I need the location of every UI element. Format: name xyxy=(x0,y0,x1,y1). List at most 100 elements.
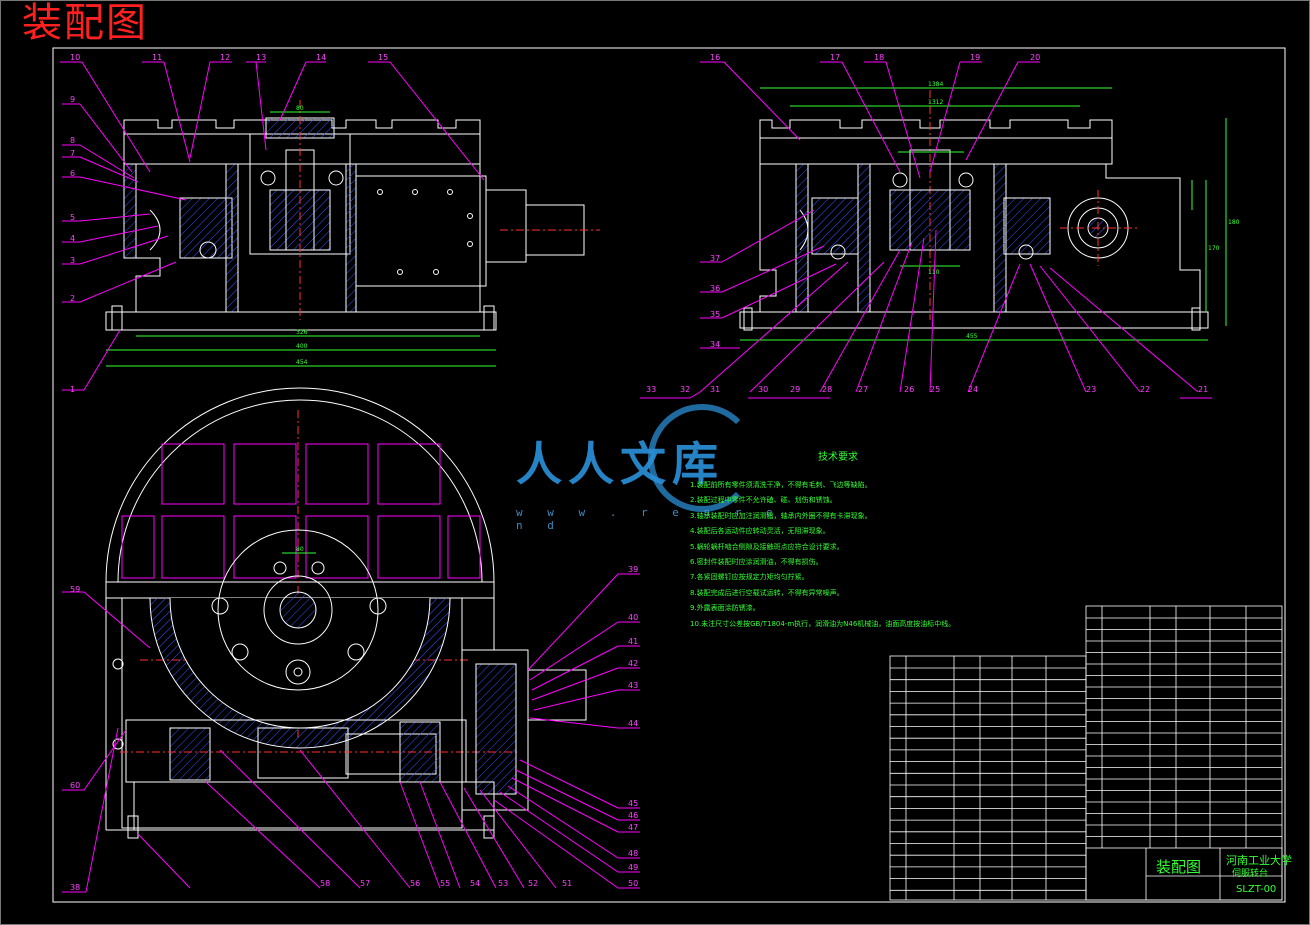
balloon-3: 3 xyxy=(70,256,75,265)
balloon-20: 20 xyxy=(1030,53,1040,62)
balloon-34: 34 xyxy=(710,340,720,349)
title-block-drawing-name: 装配图 xyxy=(1156,858,1202,876)
balloon-51: 51 xyxy=(562,879,572,888)
tech-requirement-item: 10.未注尺寸公差按GB/T1804-m执行，润滑油为N46机械油，油面高度按油… xyxy=(690,619,956,628)
tech-requirement-item: 2.装配过程中零件不允许磕、碰、划伤和锈蚀。 xyxy=(690,496,837,505)
tech-requirement-item: 7.各紧固螺钉应按规定力矩均匀拧紧。 xyxy=(690,573,809,582)
dimension-326: 326 xyxy=(296,329,308,336)
tech-requirements-title: 技术要求 xyxy=(818,452,858,463)
title-block xyxy=(1085,847,1283,901)
title-block-drawing-no: SLZT-00 xyxy=(1236,884,1277,895)
balloon-41: 41 xyxy=(628,637,638,646)
balloon-32: 32 xyxy=(680,385,690,394)
balloon-5: 5 xyxy=(70,213,75,222)
balloon-36: 36 xyxy=(710,284,720,293)
tech-requirement-item: 9.外露表面涂防锈漆。 xyxy=(690,604,760,613)
dimension-80: 80 xyxy=(296,546,304,553)
balloon-43: 43 xyxy=(628,681,638,690)
parts-list xyxy=(889,605,1283,901)
balloon-18: 18 xyxy=(874,53,884,62)
balloon-48: 48 xyxy=(628,849,638,858)
balloon-42: 42 xyxy=(628,659,638,668)
dimension-80: 80 xyxy=(296,105,304,112)
watermark: 人人文库 w w w . r e n r e n d xyxy=(512,398,812,532)
balloon-57: 57 xyxy=(360,879,370,888)
plan-view xyxy=(62,387,640,893)
tech-requirements-list: 1.装配前所有零件须清洗干净，不得有毛刺、飞边等缺陷。 2.装配过程中零件不允许… xyxy=(690,478,955,632)
balloon-8: 8 xyxy=(70,136,75,145)
balloon-60: 60 xyxy=(70,781,80,790)
balloon-52: 52 xyxy=(528,879,538,888)
balloon-54: 54 xyxy=(470,879,480,888)
balloon-17: 17 xyxy=(830,53,840,62)
balloon-38: 38 xyxy=(70,883,80,892)
balloon-29: 29 xyxy=(790,385,800,394)
balloon-10: 10 xyxy=(70,53,80,62)
dimension-455: 455 xyxy=(966,333,978,340)
dimension-170: 170 xyxy=(1208,245,1220,252)
balloon-45: 45 xyxy=(628,799,638,808)
balloon-21: 21 xyxy=(1198,385,1208,394)
balloon-49: 49 xyxy=(628,863,638,872)
balloon-7: 7 xyxy=(70,149,75,158)
tech-requirement-item: 8.装配完成后进行空载试运转，不得有异常噪声。 xyxy=(690,588,844,597)
tech-requirement-item: 5.蜗轮蜗杆啮合侧隙及接触斑点应符合设计要求。 xyxy=(690,542,844,551)
balloon-39: 39 xyxy=(628,565,638,574)
dimension-454: 454 xyxy=(296,359,308,366)
dimension-labels: 80 326 400 454 1384 1312 455 180 170 110 80 xyxy=(296,81,1240,553)
dimension-1384: 1384 xyxy=(928,81,943,88)
dimension-400: 400 xyxy=(296,343,308,350)
dimension-1312: 1312 xyxy=(928,99,943,106)
balloon-11: 11 xyxy=(152,53,162,62)
tech-requirement-item: 3.轴承装配时应加注润滑脂，轴承内外圈不得有卡滞现象。 xyxy=(690,511,872,520)
balloon-23: 23 xyxy=(1086,385,1096,394)
balloon-55: 55 xyxy=(440,879,450,888)
title-block-school: 河南工业大学 xyxy=(1226,854,1292,867)
balloon-40: 40 xyxy=(628,613,638,622)
watermark-ring xyxy=(648,404,756,512)
balloon-58: 58 xyxy=(320,879,330,888)
tech-requirement-item: 1.装配前所有零件须清洗干净，不得有毛刺、飞边等缺陷。 xyxy=(690,481,872,489)
balloon-22: 22 xyxy=(1140,385,1150,394)
title-block-product: 伺服转台 xyxy=(1232,869,1269,879)
balloon-46: 46 xyxy=(628,811,638,820)
balloon-50: 50 xyxy=(628,879,638,888)
balloon-15: 15 xyxy=(378,53,388,62)
balloon-6: 6 xyxy=(70,169,75,178)
balloon-26: 26 xyxy=(904,385,914,394)
watermark-brand: 人人文库 xyxy=(516,437,724,491)
balloon-4: 4 xyxy=(70,234,75,243)
balloon-24: 24 xyxy=(968,385,978,394)
balloon-12: 12 xyxy=(220,53,230,62)
balloon-9: 9 xyxy=(70,95,75,104)
tech-requirement-item: 4.装配后各运动件应转动灵活，无阻滞现象。 xyxy=(690,527,830,536)
balloon-56: 56 xyxy=(410,879,420,888)
drawing-frame xyxy=(52,47,1286,903)
dimension-180: 180 xyxy=(1228,219,1240,226)
front-view xyxy=(60,61,600,391)
balloon-53: 53 xyxy=(498,879,508,888)
balloon-25: 25 xyxy=(930,385,940,394)
side-view xyxy=(640,61,1227,399)
drawing-title: 装配图 xyxy=(22,0,148,46)
tech-requirement-item: 6.密封件装配时应涂润滑油，不得有损伤。 xyxy=(690,558,823,567)
balloon-27: 27 xyxy=(858,385,868,394)
balloon-44: 44 xyxy=(628,719,638,728)
balloon-16: 16 xyxy=(710,53,720,62)
balloon-14: 14 xyxy=(316,53,326,62)
balloon-31: 31 xyxy=(710,385,720,394)
balloon-37: 37 xyxy=(710,254,720,263)
balloon-2: 2 xyxy=(70,294,75,303)
balloon-47: 47 xyxy=(628,823,638,832)
balloon-35: 35 xyxy=(710,310,720,319)
balloon-59: 59 xyxy=(70,585,80,594)
dimension-110: 110 xyxy=(928,269,940,276)
balloon-28: 28 xyxy=(822,385,832,394)
balloon-13: 13 xyxy=(256,53,266,62)
balloon-1: 1 xyxy=(70,385,75,394)
balloon-30: 30 xyxy=(758,385,768,394)
watermark-url: w w w . r e n r e n d xyxy=(516,506,782,532)
balloon-19: 19 xyxy=(970,53,980,62)
